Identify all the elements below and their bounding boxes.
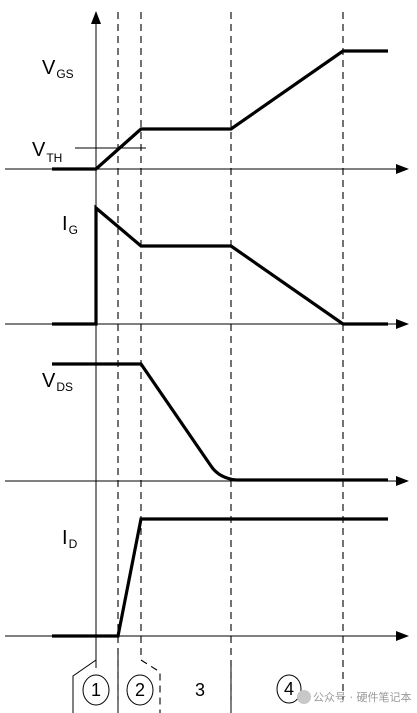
- phase-marker-1: 1: [82, 674, 110, 706]
- id-label: ID: [62, 527, 78, 551]
- ig-waveform: [52, 204, 388, 326]
- id-waveform: [52, 517, 388, 638]
- phase-brackets: [72, 650, 232, 713]
- phase-marker-2: 2: [126, 674, 154, 706]
- vertical-axis-arrowhead: [91, 11, 101, 24]
- watermark-text: 公众号 · 硬件笔记本: [313, 690, 412, 704]
- svg-text:2: 2: [135, 680, 145, 700]
- ig-label: IG: [62, 213, 78, 237]
- vgs-label: VGS: [42, 57, 74, 81]
- svg-text:4: 4: [284, 679, 294, 699]
- vds-waveform: [52, 362, 388, 482]
- phase-marker-4: 4: [276, 674, 302, 704]
- svg-text:3: 3: [195, 680, 205, 700]
- vds-label: VDS: [42, 370, 73, 394]
- vgs-waveform: [52, 49, 388, 171]
- watermark: 公众号 · 硬件笔记本: [297, 690, 412, 704]
- watermark-logo-icon: [297, 690, 311, 704]
- phase-marker-3: 3: [195, 680, 205, 700]
- svg-text:1: 1: [91, 680, 101, 700]
- vth-label: VTH: [32, 139, 62, 165]
